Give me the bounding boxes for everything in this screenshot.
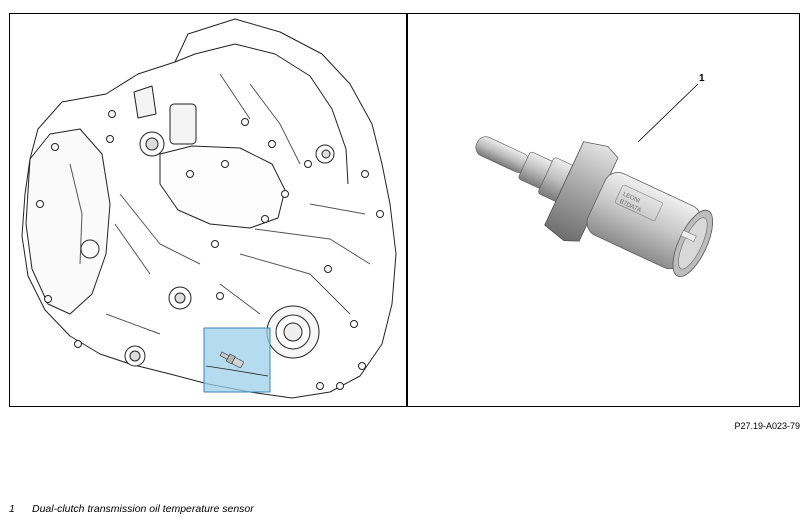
figure-frame: LEONI B7DA7A 1 — [9, 13, 800, 407]
shaft-boss-4 — [80, 239, 100, 259]
transmission-drawing — [21, 18, 397, 399]
legend-number: 1 — [9, 503, 15, 515]
housing-ribs — [105, 193, 371, 335]
sensor-hex-nut — [544, 141, 619, 242]
callout-number: 1 — [699, 73, 705, 84]
sensor-location-highlight — [203, 327, 271, 393]
top-ridge — [174, 43, 349, 185]
sensor-thumbnail — [219, 351, 244, 368]
legend-text: Dual-clutch transmission oil temperature… — [32, 503, 254, 515]
sensor-detail-view: LEONI B7DA7A 1 — [408, 14, 799, 406]
sensor-assembly: LEONI B7DA7A — [475, 136, 714, 277]
panel-divider — [406, 14, 408, 406]
bell-housing — [25, 128, 111, 315]
legend-item: 1 Dual-clutch transmission oil temperatur… — [9, 503, 254, 515]
top-actuator — [133, 85, 157, 119]
sensor-drawing: LEONI B7DA7A 1 — [475, 73, 714, 277]
figure-reference-code: P27.19-A023-79 — [734, 421, 800, 431]
central-cover — [159, 145, 286, 229]
transmission-view — [10, 14, 406, 406]
callout-leader-line — [637, 83, 699, 143]
